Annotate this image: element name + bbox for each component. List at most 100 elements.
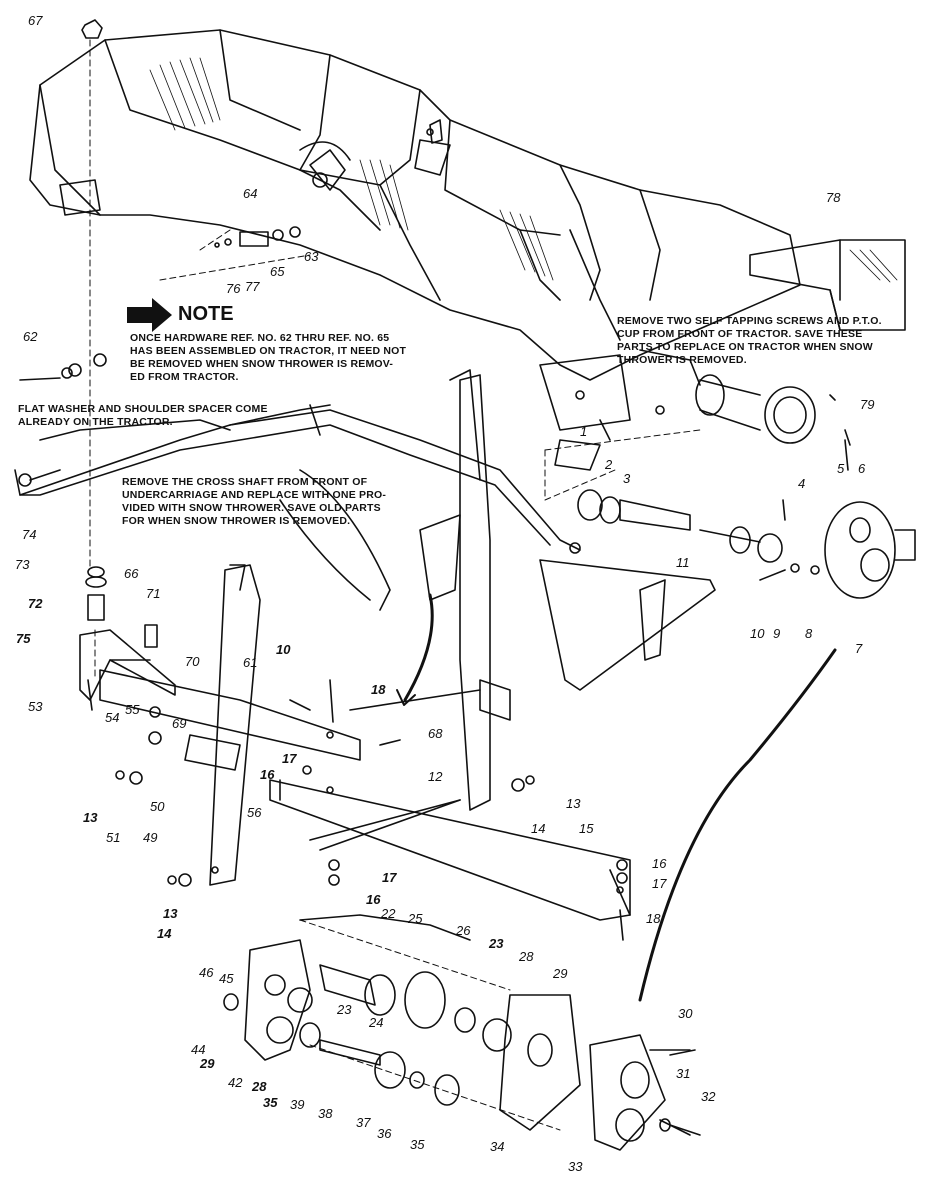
- note-line: HAS BEEN ASSEMBLED ON TRACTOR, IT NEED N…: [130, 345, 407, 357]
- part-label: 67: [28, 13, 43, 28]
- part-label: 28: [519, 949, 534, 964]
- part-label: 50: [150, 799, 165, 814]
- part-label: 45: [219, 971, 234, 986]
- part-label: 12: [428, 769, 443, 784]
- part-label: 71: [146, 586, 161, 601]
- note-arrow: [127, 298, 172, 332]
- part-label: 9: [773, 626, 781, 641]
- part-label: 35: [263, 1095, 278, 1110]
- note-line: ED FROM TRACTOR.: [130, 371, 239, 383]
- part-label: 79: [860, 397, 875, 412]
- part-label: 31: [676, 1066, 691, 1081]
- note-title: NOTE: [178, 303, 234, 325]
- part-label: 16: [652, 856, 667, 871]
- part-label: 77: [245, 279, 260, 294]
- part-label: 13: [566, 796, 581, 811]
- bracket-75: [79, 566, 176, 745]
- part-label: 11: [676, 555, 690, 570]
- part-label: 75: [16, 631, 31, 646]
- part-label: 22: [381, 906, 396, 921]
- part-label: 18: [371, 682, 386, 697]
- part-label: 56: [247, 805, 262, 820]
- assembly-lines: [89, 39, 701, 1131]
- part-label: 78: [826, 190, 841, 205]
- part-label: 33: [568, 1159, 583, 1174]
- part-label: 4: [798, 476, 806, 491]
- note-line: VIDED WITH SNOW THROWER. SAVE OLD PARTS: [122, 502, 381, 514]
- note-line: BE REMOVED WHEN SNOW THROWER IS REMOV-: [130, 358, 394, 370]
- part-label: 5: [837, 461, 845, 476]
- part-label: 34: [490, 1139, 505, 1154]
- note-hardware: ONCE HARDWARE REF. NO. 62 THRU REF. NO. …: [130, 332, 406, 384]
- part-label: 37: [356, 1115, 371, 1130]
- part-label: 51: [106, 830, 121, 845]
- part-label: 8: [805, 626, 813, 641]
- part-label: 23: [489, 936, 504, 951]
- part-label: 46: [199, 965, 214, 980]
- part-label: 49: [143, 830, 158, 845]
- part-label: 1: [580, 424, 588, 439]
- part-label: 3: [623, 471, 631, 486]
- frame-hatching: [149, 57, 898, 283]
- part-label: 61: [243, 655, 258, 670]
- note-cross-shaft: REMOVE THE CROSS SHAFT FROM FRONT OF UND…: [122, 476, 386, 528]
- part-label: 54: [105, 710, 120, 725]
- part-label: 14: [157, 926, 172, 941]
- part-label: 53: [28, 699, 43, 714]
- part-label: 13: [83, 810, 98, 825]
- part-label: 17: [652, 876, 667, 891]
- undercarriage: [14, 369, 716, 691]
- part-label: 44: [191, 1042, 206, 1057]
- part-label: 70: [185, 654, 200, 669]
- note-line: REMOVE TWO SELF TAPPING SCREWS AND P.T.O…: [617, 315, 882, 327]
- part-label: 18: [646, 911, 661, 926]
- part-label: 30: [678, 1006, 693, 1021]
- part-label: 38: [318, 1106, 333, 1121]
- part-label: 26: [456, 923, 471, 938]
- part-label: 76: [226, 281, 241, 296]
- note-line: FOR WHEN SNOW THROWER IS REMOVED.: [122, 515, 351, 527]
- part-label: 25: [408, 911, 423, 926]
- part-label: 6: [858, 461, 866, 476]
- gearbox-assembly: [223, 648, 837, 1151]
- part-label: 55: [125, 702, 140, 717]
- tractor-frame: [29, 29, 801, 471]
- part-label: 10: [750, 626, 765, 641]
- part-label: 36: [377, 1126, 392, 1141]
- part-label: 65: [270, 264, 285, 279]
- part-label: 32: [701, 1089, 716, 1104]
- insertion-arrow: [396, 593, 434, 706]
- part-label: 23: [337, 1002, 352, 1017]
- part-label: 42: [228, 1075, 243, 1090]
- part-label: 66: [124, 566, 139, 581]
- hardware: [19, 19, 851, 1136]
- note-pto: REMOVE TWO SELF TAPPING SCREWS AND P.T.O…: [617, 315, 882, 367]
- part-label: 16: [260, 767, 275, 782]
- part-label: 29: [200, 1056, 215, 1071]
- part-label: 72: [28, 596, 43, 611]
- part-label: 62: [23, 329, 38, 344]
- part-label: 17: [382, 870, 397, 885]
- part-label: 15: [579, 821, 594, 836]
- note-line: REMOVE THE CROSS SHAFT FROM FRONT OF: [122, 476, 368, 488]
- part-label: 10: [276, 642, 291, 657]
- part-label: 73: [15, 557, 30, 572]
- note-line: PARTS TO REPLACE ON TRACTOR WHEN SNOW: [617, 341, 873, 353]
- part-label: 7: [855, 641, 863, 656]
- part-label: 68: [428, 726, 443, 741]
- part-label: 63: [304, 249, 319, 264]
- note-line: ONCE HARDWARE REF. NO. 62 THRU REF. NO. …: [130, 332, 390, 344]
- part-label: 14: [531, 821, 546, 836]
- note-line: ALREADY ON THE TRACTOR.: [18, 416, 173, 428]
- support-frame: [99, 374, 631, 921]
- part-label: 28: [252, 1079, 267, 1094]
- note-line: UNDERCARRIAGE AND REPLACE WITH ONE PRO-: [122, 489, 387, 501]
- part-label: 64: [243, 186, 258, 201]
- part-label: 17: [282, 751, 297, 766]
- note-line: FLAT WASHER AND SHOULDER SPACER COME: [18, 403, 268, 415]
- note-line: THROWER IS REMOVED.: [617, 354, 747, 366]
- part-label: 16: [366, 892, 381, 907]
- part-label: 13: [163, 906, 178, 921]
- part-label: 24: [369, 1015, 384, 1030]
